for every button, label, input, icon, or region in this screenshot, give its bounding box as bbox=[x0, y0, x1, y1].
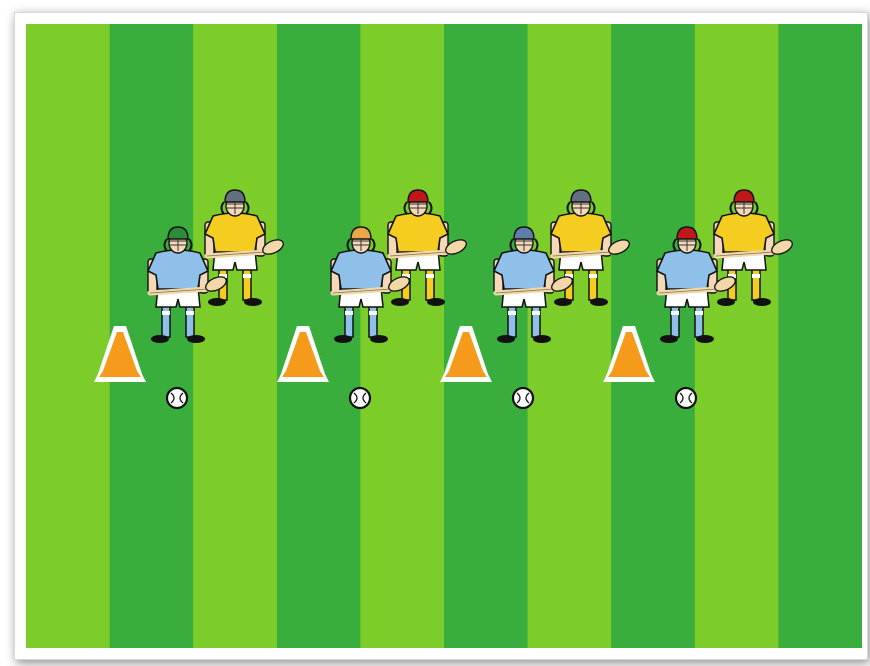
pitch-stripe bbox=[26, 24, 110, 648]
sliotar-ball-icon bbox=[350, 388, 370, 408]
pitch-stripe bbox=[193, 24, 277, 648]
sliotar-ball-icon bbox=[167, 388, 187, 408]
pitch-area bbox=[26, 24, 862, 648]
pitch-svg bbox=[26, 24, 862, 648]
sliotar-ball-icon bbox=[676, 388, 696, 408]
sliotar-ball-icon bbox=[513, 388, 533, 408]
pitch-stripe bbox=[778, 24, 862, 648]
